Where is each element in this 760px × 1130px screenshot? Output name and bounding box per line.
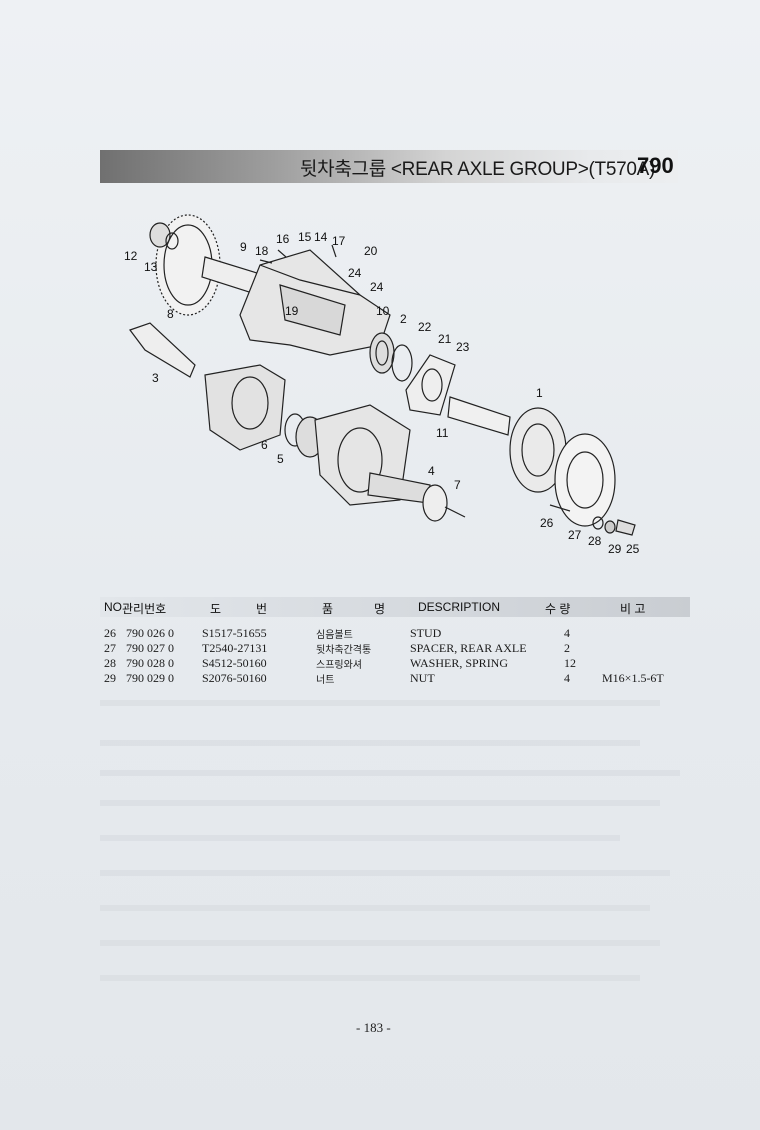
callout-24: 24: [370, 280, 384, 294]
scan-artifact: [100, 835, 620, 841]
table-row: 26 790 026 0 S1517-51655 심음볼트 STUD 4: [104, 626, 570, 641]
scan-artifact: [100, 905, 650, 911]
callout-20: 20: [364, 244, 378, 258]
callout-5: 5: [277, 452, 284, 466]
col-description: DESCRIPTION: [418, 600, 501, 614]
col-name-1: 품: [322, 602, 334, 616]
callout-6: 6: [261, 438, 268, 452]
callout-13: 13: [144, 260, 158, 274]
page-number: - 183 -: [356, 1020, 391, 1035]
callout-18: 18: [255, 244, 269, 258]
page-title: 뒷차축그룹 <REAR AXLE GROUP>(T570A): [300, 159, 656, 180]
scan-artifact: [100, 975, 640, 981]
col-code: 관리번호: [122, 602, 167, 616]
header-bar: [100, 150, 678, 183]
callout-2: 2: [400, 312, 407, 326]
scan-artifact: [100, 870, 670, 876]
col-remarks: 비 고: [620, 602, 646, 616]
callout-1: 1: [536, 386, 543, 400]
parts-table-header-band: [100, 597, 690, 617]
exploded-parts-diagram: 12 13 8 9 18 16 15 14 17 20 24 24 19 10 …: [110, 205, 670, 575]
scan-artifact: [100, 940, 660, 946]
callout-17: 17: [332, 234, 346, 248]
callout-10: 10: [376, 304, 390, 318]
rear-axle-drawing: 12 13 8 9 18 16 15 14 17 20 24 24 19 10 …: [124, 214, 640, 556]
table-row: 28 790 028 0 S4512-50160 스프링와셔 WASHER, S…: [104, 656, 576, 671]
callout-29: 29: [608, 542, 622, 556]
scan-artifact: [100, 700, 660, 706]
col-qty: 수 량: [545, 602, 571, 616]
callout-27: 27: [568, 528, 582, 542]
table-row: 29 790 029 0 S2076-50160 너트 NUT 4 M16×1.…: [104, 671, 664, 686]
callout-4: 4: [428, 464, 435, 478]
scan-artifact: [100, 800, 660, 806]
col-name-2: 명: [374, 602, 386, 616]
callout-21: 21: [438, 332, 452, 346]
callout-14: 14: [314, 230, 328, 244]
col-drawing-1: 도: [210, 602, 222, 616]
callout-22: 22: [418, 320, 432, 334]
callout-3: 3: [152, 371, 159, 385]
callout-19: 19: [285, 304, 299, 318]
callout-23: 23: [456, 340, 470, 354]
group-code: 790: [637, 153, 674, 178]
scan-artifact: [100, 740, 640, 746]
callout-15: 15: [298, 230, 312, 244]
scan-artifact: [100, 770, 680, 776]
callout-24: 24: [348, 266, 362, 280]
callout-7: 7: [454, 478, 461, 492]
callout-25: 25: [626, 542, 640, 556]
callout-16: 16: [276, 232, 290, 246]
callout-9: 9: [240, 240, 247, 254]
callout-11: 11: [436, 426, 449, 440]
callout-26: 26: [540, 516, 554, 530]
callout-28: 28: [588, 534, 602, 548]
table-row: 27 790 027 0 T2540-27131 뒷차축간격통 SPACER, …: [104, 641, 570, 656]
callout-8: 8: [167, 307, 174, 321]
col-drawing-2: 번: [256, 602, 268, 616]
col-no: NO: [104, 600, 122, 614]
callout-12: 12: [124, 249, 138, 263]
